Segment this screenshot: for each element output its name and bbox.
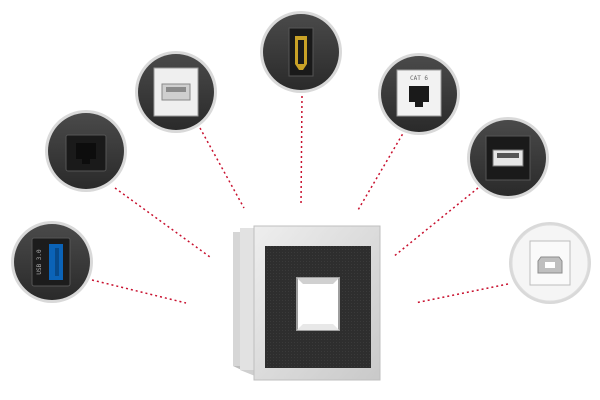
hdmi-port-icon — [288, 27, 314, 77]
rj45-jack-icon — [65, 134, 107, 172]
frame-opening — [296, 277, 340, 331]
connector-badge-rj45-black[interactable] — [45, 110, 127, 192]
usb-3-0-port-icon: USB 3.0 — [31, 237, 71, 287]
connector-badge-rj45-cat6[interactable]: CAT 6 — [378, 53, 460, 135]
usb-b-port-icon — [529, 240, 571, 286]
connector-badge-hdmi[interactable] — [260, 11, 342, 93]
connector-badge-usb3[interactable]: USB 3.0 — [11, 221, 93, 303]
connector-line-usb-a-black — [392, 187, 479, 258]
modular-frame — [233, 225, 381, 381]
connector-lines — [91, 95, 509, 304]
connector-line-rj45-black — [114, 187, 211, 258]
connector-line-hdmi — [300, 95, 303, 207]
connector-line-usb3 — [91, 279, 187, 304]
usb3-port-label: USB 3.0 — [36, 249, 43, 275]
connector-line-rj45-cat6 — [357, 129, 406, 211]
usb-a-port-icon — [485, 135, 531, 181]
rj45-cat6-jack-icon: CAT 6 — [396, 69, 442, 117]
connector-line-usb-b — [414, 283, 509, 304]
connector-badge-usb-a-black[interactable] — [467, 117, 549, 199]
cat6-port-label: CAT 6 — [410, 75, 428, 82]
connector-badge-usb-b[interactable] — [509, 222, 591, 304]
usb-a-port-icon — [153, 67, 199, 117]
connector-badge-usb-a-white[interactable] — [135, 51, 217, 133]
connector-line-usb-a-white — [199, 127, 245, 209]
